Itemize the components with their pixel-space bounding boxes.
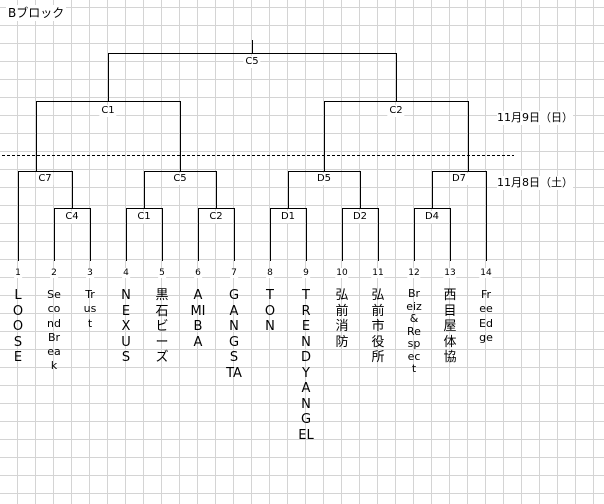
team-name: 黒石ビーズ — [155, 288, 169, 365]
team-name: GANGSTA — [226, 288, 242, 381]
q3-bracket — [288, 171, 361, 208]
match-label-q1: C7 — [36, 173, 54, 185]
team-name: 弘前消防 — [335, 288, 349, 350]
semi-right-bracket — [324, 101, 469, 171]
team-name: NEXUS — [121, 288, 131, 365]
r6-bracket — [414, 208, 451, 261]
match-label-r2: C1 — [135, 211, 153, 223]
team-number: 4 — [122, 268, 130, 278]
team-number: 1 — [14, 268, 22, 278]
r2-bracket — [126, 208, 163, 261]
team-number: 5 — [158, 268, 166, 278]
team-name: TON — [264, 288, 276, 334]
match-label-semi-right: C2 — [387, 105, 405, 117]
match-label-q3: D5 — [314, 173, 334, 185]
match-label-r4: D1 — [278, 211, 298, 223]
match-label-r1: C4 — [63, 211, 81, 223]
team-number: 14 — [479, 268, 493, 278]
match-label-r6: D4 — [422, 211, 442, 223]
match-label-q4: D7 — [449, 173, 469, 185]
semi-left-bracket — [36, 101, 181, 171]
team-name: 西目屋体協 — [443, 288, 457, 365]
team-number: 13 — [443, 268, 457, 278]
team-number: 10 — [335, 268, 349, 278]
match-label-final: C5 — [243, 56, 261, 68]
team-name: Breiz&Respect — [406, 287, 422, 375]
r4-bracket — [270, 208, 307, 261]
team-number: 6 — [194, 268, 202, 278]
match-label-r3: C2 — [207, 211, 225, 223]
team-number: 7 — [230, 268, 238, 278]
team-name: Trust — [83, 288, 97, 330]
match-label-r5: D2 — [350, 211, 370, 223]
team-name: AMIBA — [190, 288, 206, 350]
r5-bracket — [342, 208, 379, 261]
team-name: Free Edge — [479, 288, 493, 344]
team-name: 弘前市役所 — [371, 288, 385, 365]
final-bracket — [108, 40, 397, 101]
match-label-semi-left: C1 — [99, 105, 117, 117]
team-name: TRENDY ANGEL — [298, 288, 314, 443]
team-number: 3 — [86, 268, 94, 278]
r3-bracket — [198, 208, 235, 261]
team-number: 9 — [302, 268, 310, 278]
team-number: 12 — [407, 268, 421, 278]
team-name: LOOSE — [12, 288, 24, 365]
date-day2: 11月9日（日） — [497, 111, 573, 125]
team-number: 2 — [50, 268, 58, 278]
team-number: 8 — [266, 268, 274, 278]
q4-bracket — [432, 171, 487, 261]
q1-bracket — [18, 171, 73, 261]
team-number: 11 — [371, 268, 385, 278]
team-name: Second Break — [47, 288, 61, 373]
block-title: Bブロック — [6, 5, 67, 21]
match-label-q2: C5 — [171, 173, 189, 185]
date-day1: 11月8日（土） — [497, 176, 573, 190]
r1-bracket — [54, 208, 91, 261]
q2-bracket — [144, 171, 217, 208]
